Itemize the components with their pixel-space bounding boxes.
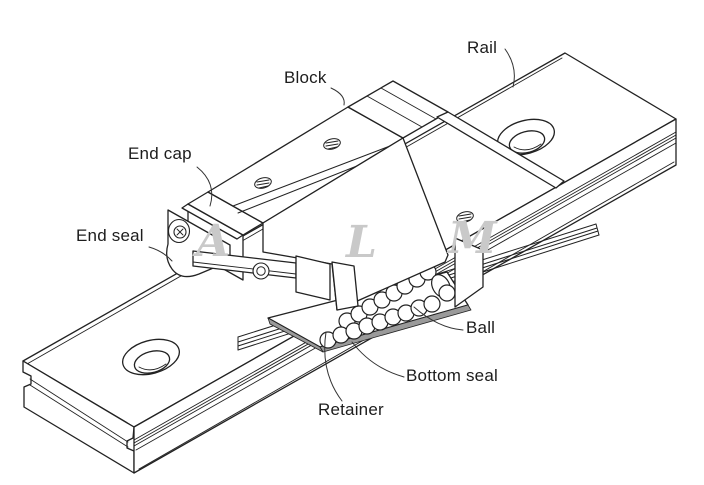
label-ball: Ball xyxy=(466,318,496,337)
block-thread-hole-2 xyxy=(323,138,341,150)
leader-end-cap xyxy=(196,166,213,207)
label-block: Block xyxy=(284,68,327,87)
label-bottom-seal: Bottom seal xyxy=(406,366,498,385)
block-thread-hole-3 xyxy=(456,211,474,223)
watermark-letter-m: M xyxy=(448,213,497,264)
leader-bottom-seal xyxy=(351,341,405,378)
label-retainer: Retainer xyxy=(318,400,384,419)
watermark-letter-l: L xyxy=(346,217,377,268)
leader-rail xyxy=(504,48,515,88)
leader-end-seal xyxy=(148,246,173,262)
block-drawing xyxy=(166,80,565,311)
watermark-letter-a: A xyxy=(196,216,231,267)
leader-ball xyxy=(413,306,464,331)
leader-lines xyxy=(148,48,515,402)
leader-retainer xyxy=(324,331,343,402)
block-thread-hole-1 xyxy=(254,177,272,189)
rail-hole-left xyxy=(122,338,180,376)
leader-block xyxy=(330,87,345,106)
label-rail: Rail xyxy=(467,38,498,57)
ball-flanged xyxy=(431,274,456,302)
label-end-seal: End seal xyxy=(76,226,144,245)
ball-row-lower xyxy=(319,295,441,349)
rail-hole-right xyxy=(497,118,555,156)
end-seal-screw xyxy=(167,218,191,244)
label-end-cap: End cap xyxy=(128,144,192,163)
tongue-bar xyxy=(192,250,331,301)
